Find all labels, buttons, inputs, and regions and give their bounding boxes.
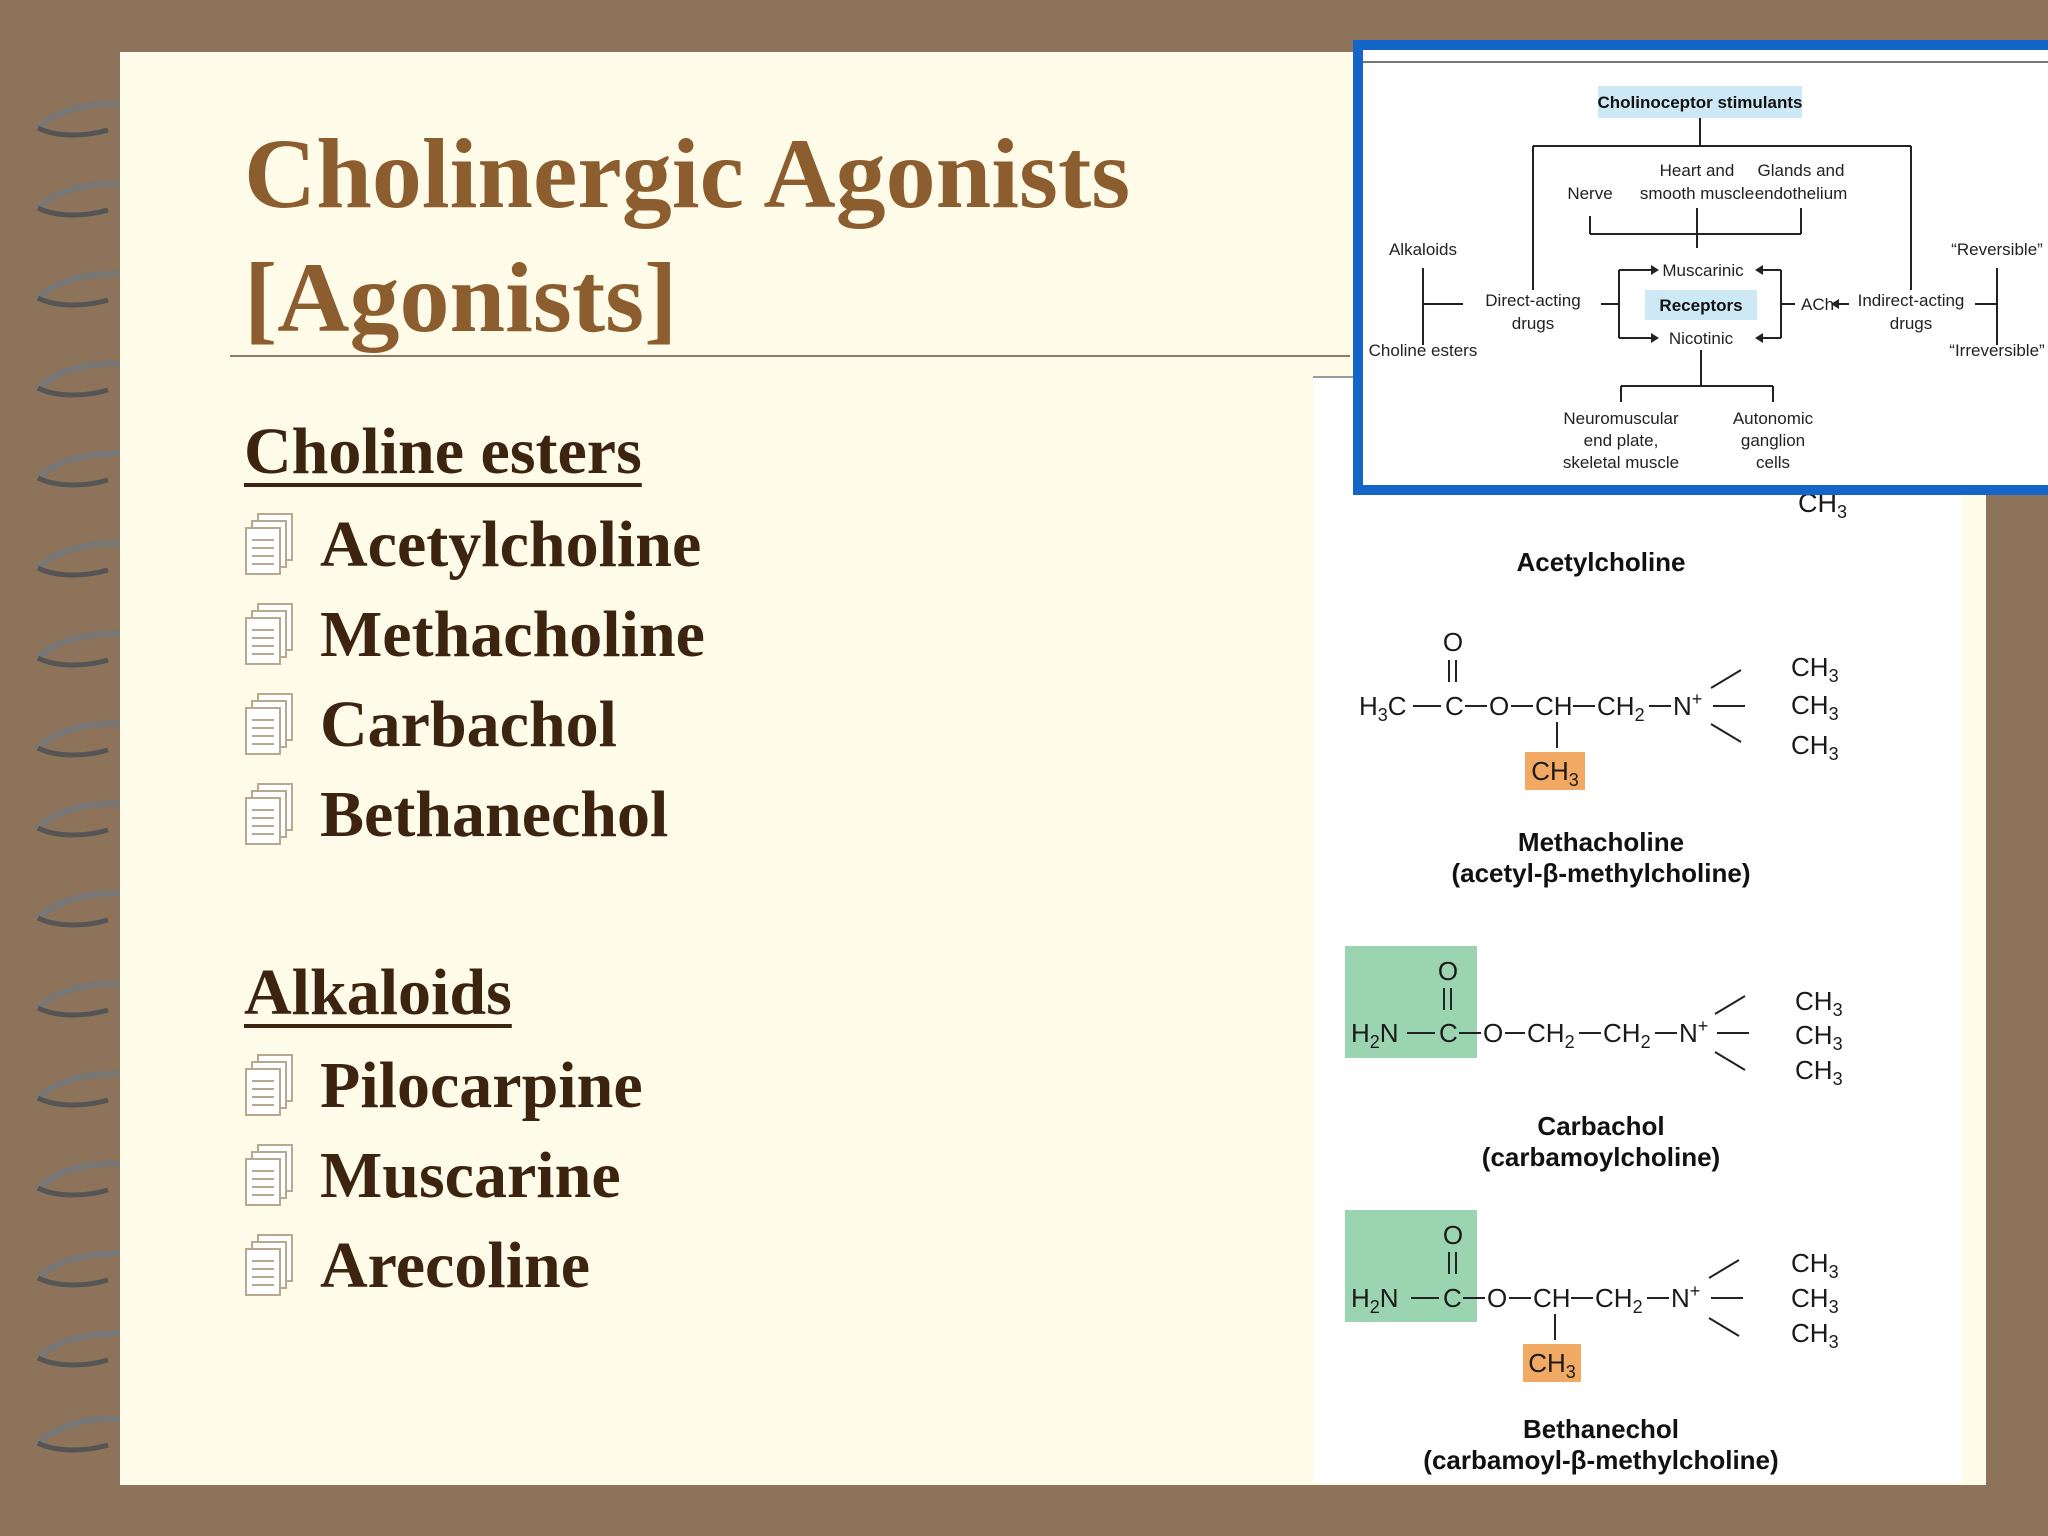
list-item: Pilocarpine: [244, 1041, 643, 1131]
glands-label: Glands and: [1758, 161, 1845, 180]
section-heading-choline-esters: Choline esters: [244, 415, 642, 488]
title-divider: [230, 355, 1350, 357]
structure-subname-methacholine: (acetyl-β-methylcholine): [1451, 858, 1750, 888]
alkaloids-label: Alkaloids: [1389, 240, 1457, 259]
bethanechol-structure: O H2N C O CH CH2 N+ CH3 CH3 CH3 CH3 Beth…: [1345, 1210, 1839, 1475]
ach-label: ACh: [1801, 295, 1834, 314]
svg-text:CH3: CH3: [1791, 652, 1839, 686]
indirect-acting-label: Indirect-acting: [1858, 291, 1965, 310]
svg-text:CH2: CH2: [1597, 691, 1645, 725]
svg-text:C: C: [1439, 1018, 1458, 1048]
structures-divider: [1313, 376, 1357, 378]
svg-text:CH3: CH3: [1791, 1283, 1839, 1317]
svg-text:N+: N+: [1673, 689, 1702, 721]
list-item: Muscarine: [244, 1131, 621, 1221]
list-item: Acetylcholine: [244, 500, 701, 590]
svg-text:CH2: CH2: [1527, 1018, 1575, 1052]
svg-text:CH3: CH3: [1795, 986, 1843, 1020]
stacked-pages-icon: [245, 1144, 293, 1206]
structure-subname-carbachol: (carbamoylcholine): [1482, 1142, 1720, 1172]
direct-acting-label: Direct-acting: [1485, 291, 1580, 310]
diagram-title: Cholinoceptor stimulants: [1598, 93, 1803, 112]
svg-text:N+: N+: [1671, 1281, 1700, 1313]
item-label-acetylcholine: Acetylcholine: [320, 508, 702, 581]
stacked-pages-icon: [245, 1054, 293, 1116]
item-label-bethanechol: Bethanechol: [320, 778, 669, 851]
svg-text:H3C: H3C: [1359, 691, 1407, 725]
svg-text:CH: CH: [1535, 691, 1573, 721]
svg-text:CH: CH: [1533, 1283, 1571, 1313]
smooth-muscle-label: smooth muscle: [1640, 184, 1754, 203]
item-label-carbachol: Carbachol: [320, 688, 617, 761]
svg-text:O: O: [1443, 627, 1463, 657]
acetylcholine-structure: CH3 Acetylcholine: [1516, 488, 1847, 577]
svg-text:C: C: [1445, 691, 1464, 721]
indirect-acting-drugs-label: drugs: [1890, 314, 1933, 333]
stacked-pages-icon: [245, 783, 293, 845]
receptor-diagram-inset: Cholinoceptor stimulants Heart and smoot…: [1353, 40, 2048, 495]
direct-acting-drugs-label: drugs: [1512, 314, 1555, 333]
methacholine-structure: O H3C C O CH CH2 N+ CH3 CH3 CH3 CH3 Meth…: [1359, 627, 1839, 888]
svg-text:O: O: [1487, 1283, 1507, 1313]
nicotinic-label: Nicotinic: [1669, 329, 1734, 348]
svg-text:O: O: [1483, 1018, 1503, 1048]
neuromuscular-label: Neuromuscular: [1563, 409, 1679, 428]
cells-label: cells: [1756, 453, 1790, 472]
svg-text:O: O: [1443, 1220, 1463, 1250]
stacked-pages-icon: [245, 693, 293, 755]
svg-text:CH2: CH2: [1603, 1018, 1651, 1052]
title-line-2: [Agonists]: [244, 242, 678, 353]
endothelium-label: endothelium: [1755, 184, 1848, 203]
svg-text:O: O: [1489, 691, 1509, 721]
structure-name-bethanechol: Bethanechol: [1523, 1414, 1679, 1444]
svg-text:CH3: CH3: [1791, 730, 1839, 764]
section-heading-alkaloids: Alkaloids: [244, 956, 512, 1029]
item-label-muscarine: Muscarine: [320, 1139, 621, 1212]
list-item: Bethanechol: [244, 770, 668, 860]
carbachol-structure: O H2N C O CH2 CH2 N+ CH3 CH3 CH3 Carbach…: [1345, 946, 1843, 1172]
svg-text:CH3: CH3: [1791, 690, 1839, 724]
receptors-label: Receptors: [1659, 296, 1742, 315]
structure-name-methacholine: Methacholine: [1518, 827, 1684, 857]
list-item: Arecoline: [244, 1221, 590, 1311]
structure-subname-bethanechol: (carbamoyl-β-methylcholine): [1423, 1445, 1778, 1475]
skeletal-muscle-label: skeletal muscle: [1563, 453, 1679, 472]
reversible-label: “Reversible”: [1951, 240, 2043, 259]
end-plate-label: end plate,: [1584, 431, 1659, 450]
muscarinic-label: Muscarinic: [1662, 261, 1744, 280]
svg-text:CH3: CH3: [1791, 1318, 1839, 1352]
svg-text:N+: N+: [1679, 1016, 1708, 1048]
title-line-1: Cholinergic Agonists: [244, 118, 1131, 229]
irreversible-label: “Irreversible”: [1949, 341, 2045, 360]
list-item: Methacholine: [244, 590, 705, 680]
choline-esters-label: Choline esters: [1369, 341, 1478, 360]
item-label-arecoline: Arecoline: [320, 1229, 591, 1302]
list-item: Carbachol: [244, 680, 617, 770]
stacked-pages-icon: [245, 603, 293, 665]
heart-label: Heart and: [1660, 161, 1735, 180]
item-label-methacholine: Methacholine: [320, 598, 705, 671]
cholinoceptor-diagram: Cholinoceptor stimulants Heart and smoot…: [1363, 61, 2048, 472]
svg-text:C: C: [1443, 1283, 1462, 1313]
svg-text:O: O: [1438, 956, 1458, 986]
slide-title: Cholinergic Agonists [Agonists]: [244, 112, 1394, 360]
ganglion-label: ganglion: [1741, 431, 1805, 450]
svg-text:CH3: CH3: [1795, 1020, 1843, 1054]
stacked-pages-icon: [245, 1234, 293, 1296]
structure-name-acetylcholine: Acetylcholine: [1516, 547, 1685, 577]
nerve-label: Nerve: [1567, 184, 1612, 203]
autonomic-label: Autonomic: [1733, 409, 1814, 428]
item-label-pilocarpine: Pilocarpine: [320, 1049, 643, 1122]
svg-text:CH3: CH3: [1795, 1055, 1843, 1089]
svg-text:CH2: CH2: [1595, 1283, 1643, 1317]
svg-text:CH3: CH3: [1791, 1248, 1839, 1282]
structure-name-carbachol: Carbachol: [1537, 1111, 1664, 1141]
stacked-pages-icon: [245, 513, 293, 575]
chemical-structures-panel: CH3 Acetylcholine O H3C C O CH CH2 N+ CH…: [1313, 378, 1963, 1483]
